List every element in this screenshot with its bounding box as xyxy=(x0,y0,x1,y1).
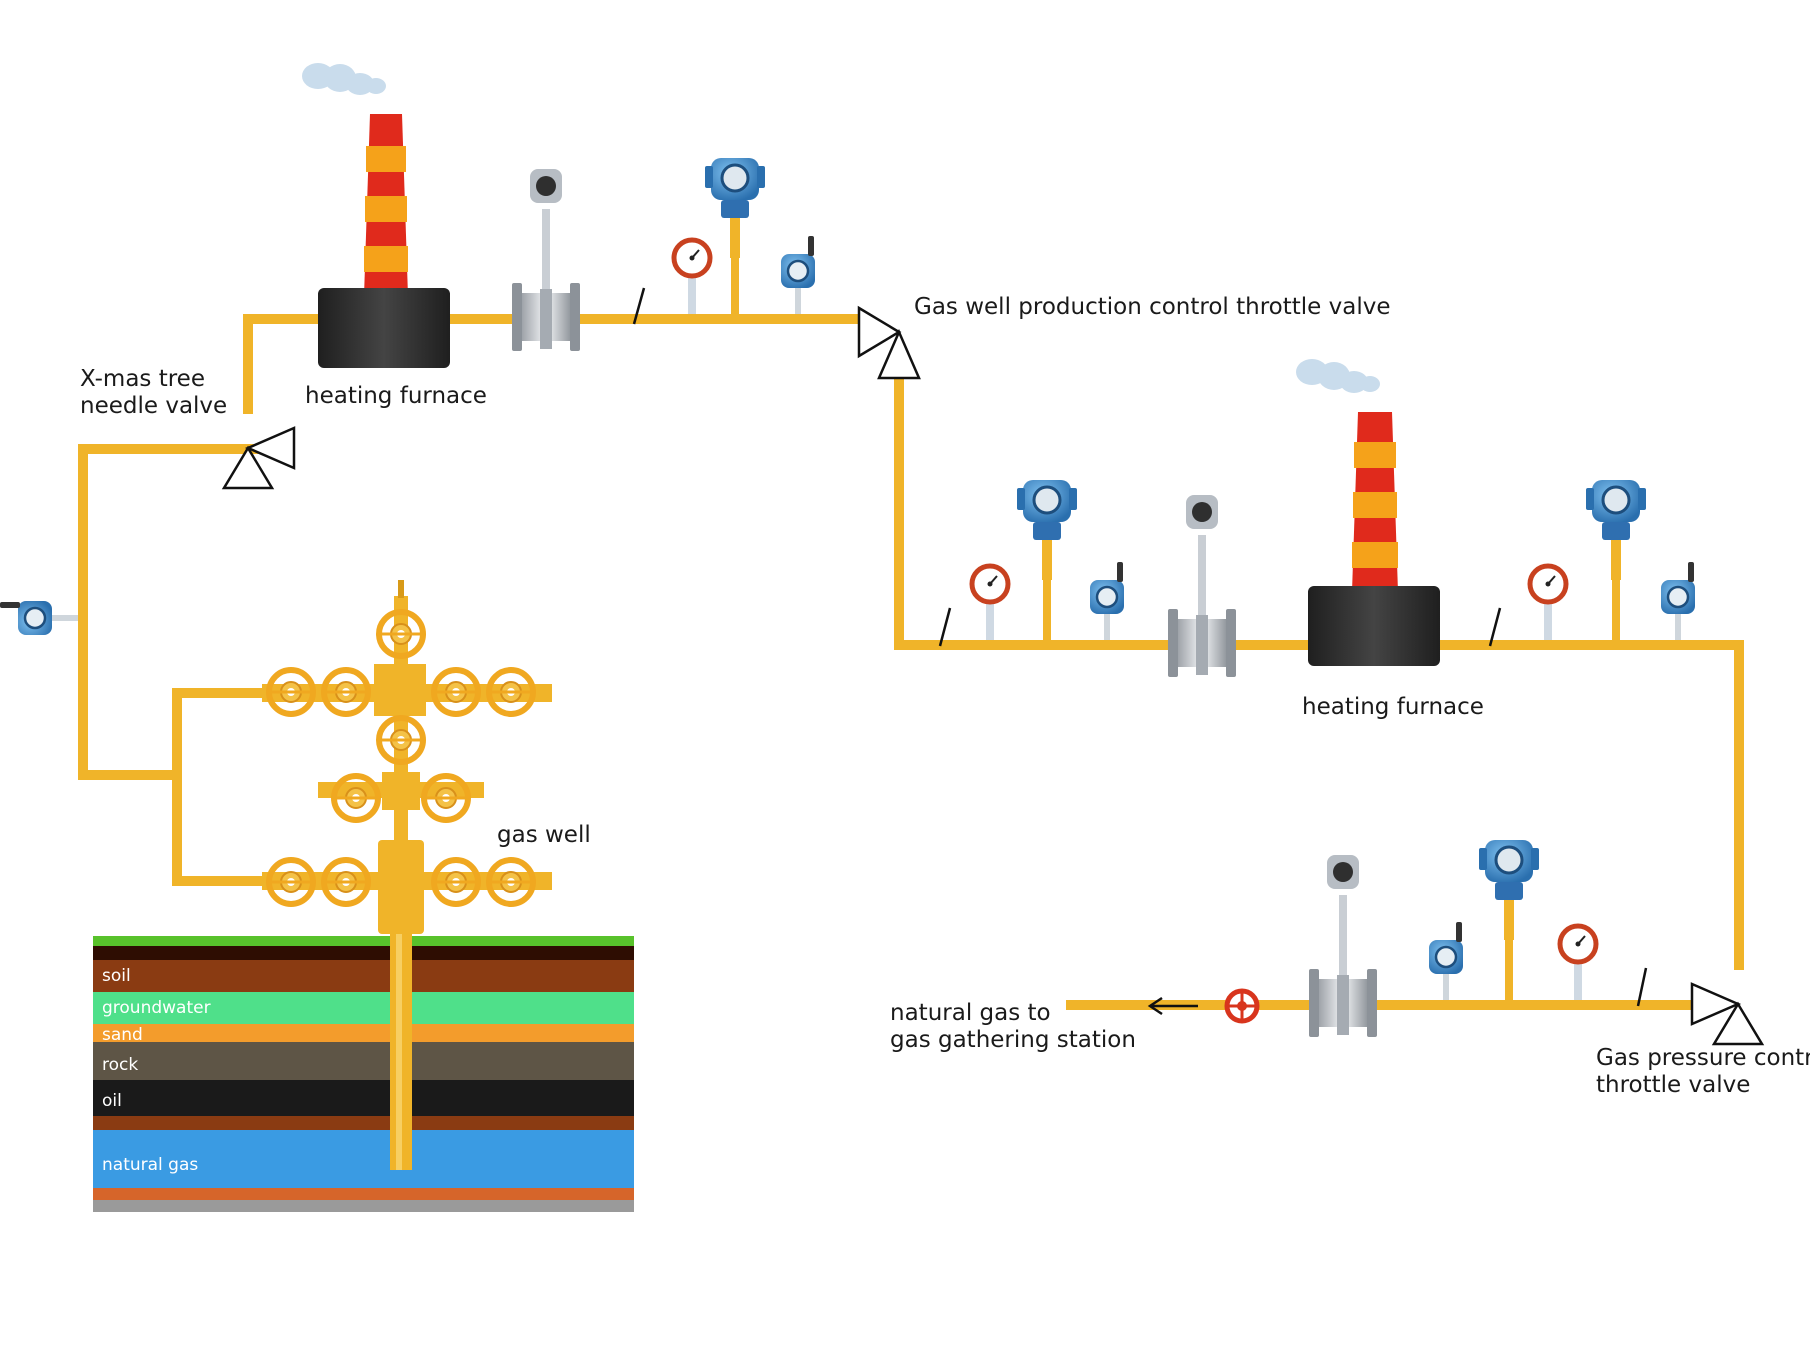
pressure-gauge-icon xyxy=(1560,926,1596,1000)
heating-furnace-1 xyxy=(302,63,450,368)
strata-label-natural-gas: natural gas xyxy=(102,1155,198,1175)
pressure-gauge-icon xyxy=(1530,566,1566,640)
label-gas-well: gas well xyxy=(497,822,591,848)
label-heating-furnace-2: heating furnace xyxy=(1302,694,1484,720)
throttle-valve-icon xyxy=(222,426,296,490)
throttle-valve-icon xyxy=(857,306,921,380)
pressure-gauge-icon xyxy=(674,240,710,314)
gas-well-wellhead xyxy=(262,580,552,1170)
pressure-gauge-icon xyxy=(972,566,1008,640)
pipe-tick-marks xyxy=(632,287,1648,1007)
diagram-labels: X-mas tree needle valve heating furnace … xyxy=(80,294,1810,1175)
temperature-transmitter-icon xyxy=(779,234,817,316)
smoke-icon xyxy=(1296,359,1380,393)
label-xmas-tree-needle-valve: X-mas tree needle valve xyxy=(80,366,227,419)
vortex-flowmeter-icon xyxy=(1168,495,1236,677)
temperature-transmitter-icon xyxy=(0,599,80,637)
chimney-icon xyxy=(364,114,408,296)
temperature-transmitter-icon xyxy=(1088,560,1126,642)
gas-pressure-control-throttle-valve xyxy=(1690,982,1764,1046)
pressure-transmitter-icon xyxy=(1584,478,1648,582)
pressure-transmitter-icon xyxy=(1477,838,1541,942)
strata-label-sand: sand xyxy=(102,1025,143,1045)
heating-furnace-2 xyxy=(1296,359,1440,666)
temperature-transmitter-icon xyxy=(1659,560,1697,642)
strata-label-soil: soil xyxy=(102,966,131,986)
vortex-flowmeter-icon xyxy=(512,169,580,351)
vortex-flowmeter-icon xyxy=(1309,855,1377,1037)
label-heating-furnace-1: heating furnace xyxy=(305,383,487,409)
ground-strata xyxy=(93,936,634,1212)
pressure-transmitter-icon xyxy=(1015,478,1079,582)
temperature-transmitter-icon xyxy=(1427,920,1465,1002)
label-gas-well-production-control-throttle-valve: Gas well production control throttle val… xyxy=(914,294,1390,320)
strata-label-rock: rock xyxy=(102,1055,138,1075)
strata-label-groundwater: groundwater xyxy=(102,998,211,1018)
xmas-tree-needle-valve xyxy=(222,426,296,490)
strata-label-oil: oil xyxy=(102,1091,122,1111)
chimney-icon xyxy=(1352,412,1398,592)
smoke-icon xyxy=(302,63,386,95)
pressure-transmitter-icon xyxy=(703,156,767,260)
label-natural-gas-to-station: natural gas to gas gathering station xyxy=(890,1000,1136,1053)
throttle-valve-icon xyxy=(1690,982,1764,1046)
gate-valve-icon xyxy=(1224,988,1260,1024)
flow-arrow-icon xyxy=(1147,996,1198,1016)
label-gas-pressure-control-throttle-valve: Gas pressure control throttle valve xyxy=(1596,1045,1810,1098)
gas-well-production-control-throttle-valve xyxy=(857,306,921,380)
